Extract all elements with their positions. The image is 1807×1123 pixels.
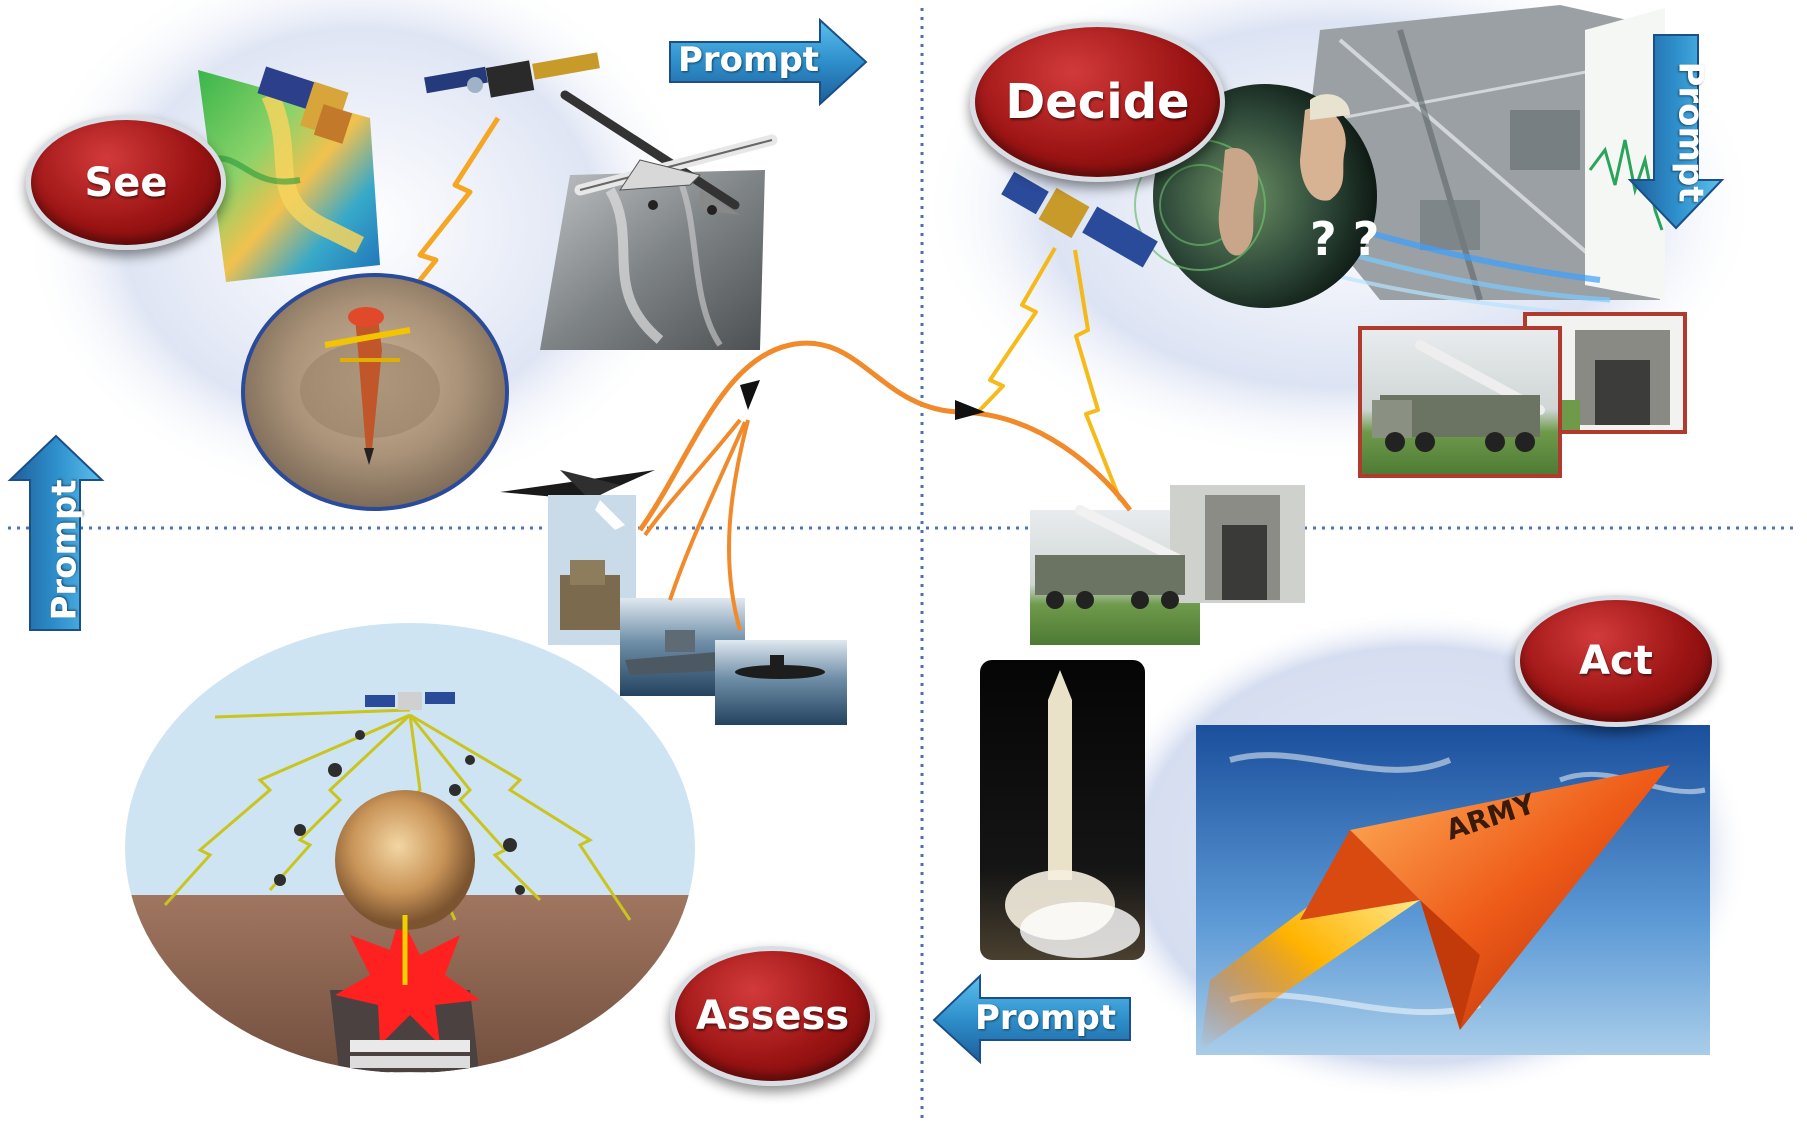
prompt-arrow-bottom: [932, 973, 1131, 1065]
satellite-image-2: [424, 52, 600, 98]
stage-see-label: See: [84, 159, 168, 206]
stage-assess-label: Assess: [695, 993, 850, 1039]
trajectory-branch-3: [726, 419, 750, 631]
prompt-label-left: Prompt: [44, 479, 85, 621]
comm-lightning-1: [398, 116, 501, 307]
prompt-label-right: Prompt: [1670, 61, 1711, 203]
hypersonic-vehicle-image: ARMY: [1196, 725, 1710, 1055]
ground-sensor-image: [241, 273, 509, 511]
question-marks-text: ? ?: [1310, 212, 1379, 266]
prompt-arrow-right: [1627, 34, 1725, 230]
prompt-arrow-left: [7, 434, 105, 631]
prompt-label-top: Prompt: [678, 40, 820, 80]
satellite-image-3: [1001, 171, 1158, 268]
prompt-arrow-top: [669, 17, 868, 107]
missile-launch-photo: [980, 660, 1145, 960]
drone-image: [560, 90, 778, 215]
weapon-trajectory: [637, 340, 1132, 532]
stage-act: Act: [1515, 595, 1717, 727]
stage-decide: Decide: [970, 22, 1225, 182]
trajectory-branch-2: [668, 421, 747, 601]
missile-launcher-photo-3: [1030, 485, 1305, 645]
satellite-image-1: [257, 66, 353, 144]
trajectory-dart-1: [740, 380, 760, 410]
comm-lightning-2: [976, 246, 1057, 414]
prompt-label-bottom: Prompt: [975, 998, 1117, 1038]
stage-decide-label: Decide: [1005, 74, 1190, 130]
comm-lightning-3: [1073, 249, 1122, 501]
missile-launcher-photo-2: [1523, 312, 1687, 434]
trajectory-branch-1: [643, 418, 742, 537]
missile-launcher-photo-1: [1358, 326, 1562, 478]
trajectory-dart-2: [955, 400, 985, 420]
submarine-photo: [715, 640, 847, 725]
stealth-aircraft-image: [500, 470, 655, 500]
stage-act-label: Act: [1579, 638, 1653, 684]
stage-assess: Assess: [670, 946, 875, 1086]
stage-see: See: [26, 115, 226, 250]
battle-assessment-image: [125, 623, 695, 1073]
aerial-photo-image: [540, 170, 765, 350]
